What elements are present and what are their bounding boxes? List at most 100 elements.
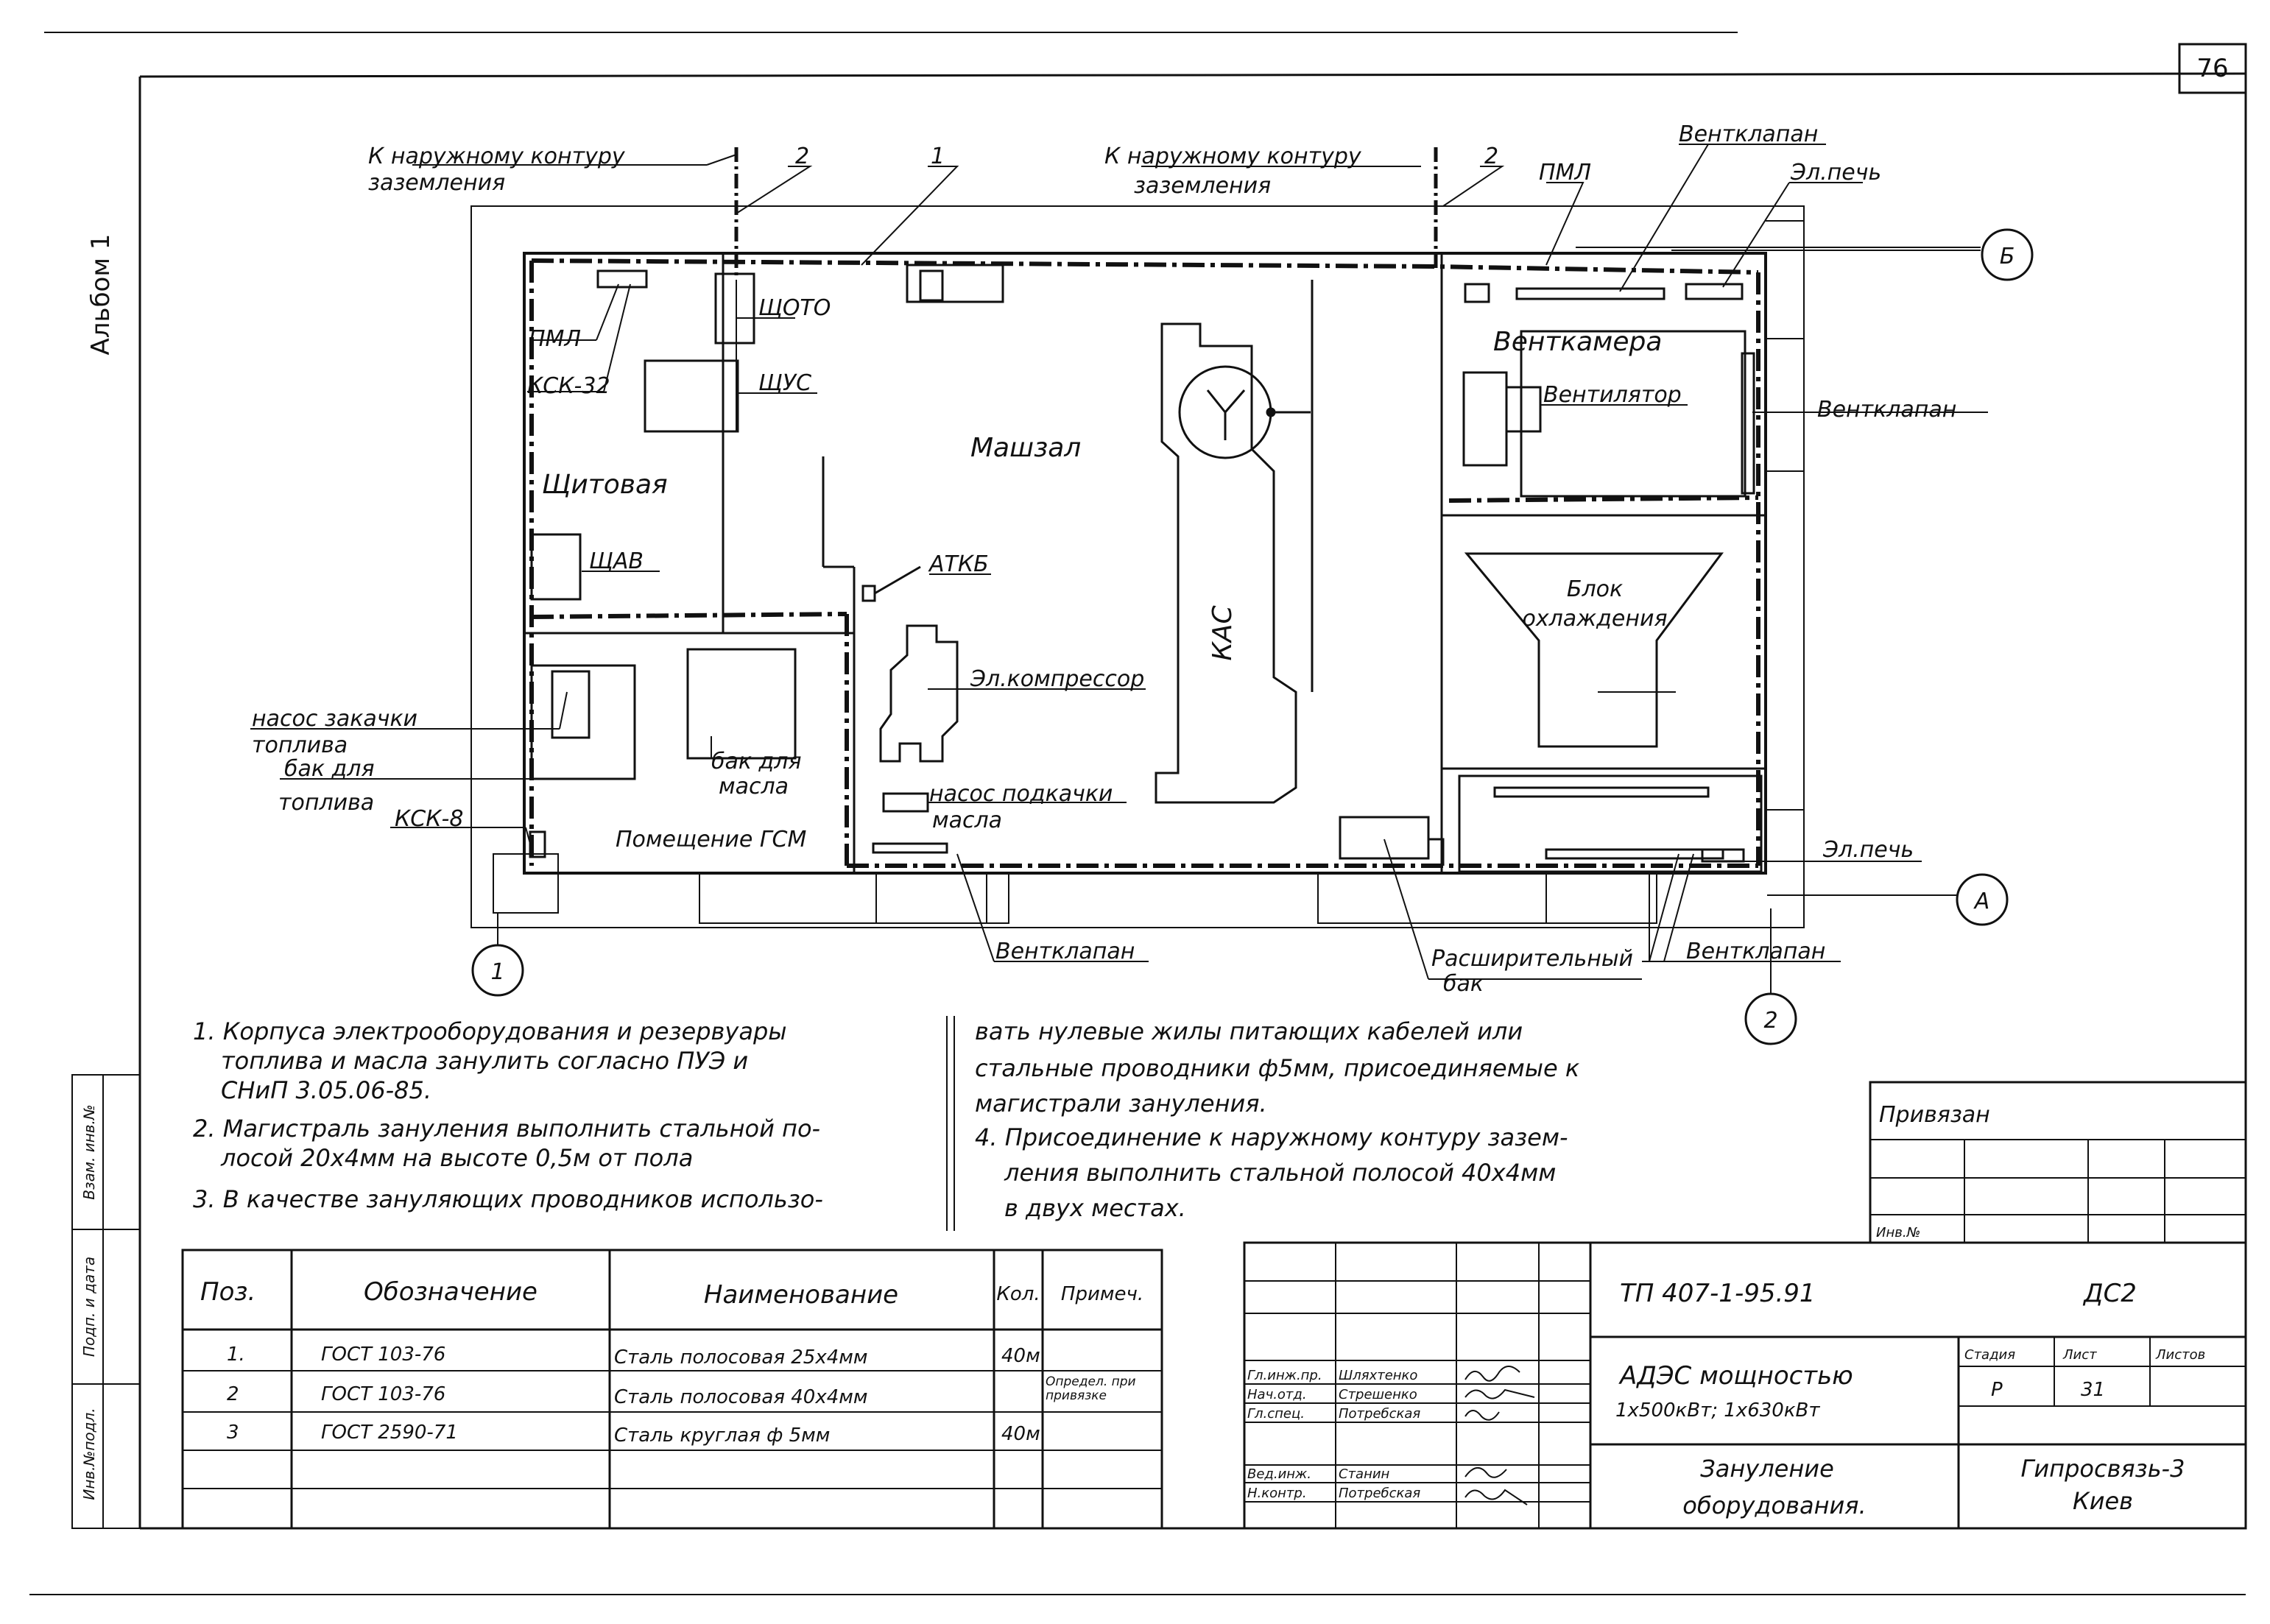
label-contour-right-1: К наружному контуру: [1104, 144, 1362, 169]
note-left-2: СНиП 3.05.06-85.: [221, 1076, 431, 1104]
spec-h-name: Наименование: [704, 1280, 898, 1310]
title-sheet-hdr: Лист: [2062, 1347, 2097, 1363]
shchitovaya-equipment: [529, 264, 1004, 858]
label-ventklapan-bottom-left: Вентклапан: [995, 939, 1135, 964]
page-number: 76: [2196, 54, 2228, 83]
label-nasos-topliva-2: топлива: [252, 732, 348, 758]
signer-3-name: Станин: [1339, 1466, 1390, 1482]
axis-bubble-a: [1956, 873, 2009, 926]
room-blok-1: Блок: [1567, 576, 1623, 602]
note-right-5: в двух местах.: [1004, 1194, 1186, 1222]
label-pml-right: ПМЛ: [1539, 160, 1591, 186]
axis-2: 2: [1763, 1008, 1777, 1034]
floor-plan: [470, 205, 1805, 928]
spec-r1-qty: 40м: [1001, 1345, 1040, 1367]
room-gsm: Помещение ГСМ: [616, 827, 806, 852]
spec-r3-name: Сталь круглая ф 5мм: [614, 1424, 830, 1447]
ventkamera-equipment: [1462, 283, 1755, 498]
axis-a: А: [1973, 889, 1990, 914]
title-stage: Р: [1991, 1379, 2003, 1401]
label-ventilyator: Вентилятор: [1543, 382, 1682, 408]
frame-top: [139, 72, 2246, 78]
note-right-2: магистрали зануления.: [975, 1090, 1267, 1118]
room-blok-2: охлаждения: [1522, 606, 1667, 632]
spec-r2-pos: 2: [227, 1383, 239, 1405]
axis-b: Б: [2000, 244, 2015, 269]
spec-h-oboz: Обозначение: [364, 1277, 537, 1307]
label-el-pech-top: Эл.печь: [1790, 160, 1881, 186]
label-nasos-masla-2: масла: [932, 808, 1002, 833]
label-rasshir-1: Расширительный: [1431, 946, 1633, 972]
label-contour-left-2: заземления: [368, 170, 505, 196]
pech-room: [1339, 774, 1763, 873]
axis-bubble-b: [1981, 228, 2034, 281]
side-stamp: [71, 1074, 141, 1529]
spec-r2-note: Определ. при привязке: [1046, 1375, 1136, 1403]
room-mashzal: Машзал: [970, 433, 1081, 463]
label-shchus: ЩУС: [758, 370, 811, 396]
album-label: Альбом 1: [86, 234, 116, 356]
cooling-block: [1464, 552, 1724, 748]
callout-2b: 2: [1484, 144, 1498, 169]
spec-r2-note-box: Определ. при привязке: [1046, 1375, 1136, 1403]
signer-4-name: Потребская: [1339, 1486, 1420, 1501]
label-shchav: ЩАВ: [589, 548, 644, 574]
title-block: [1243, 1241, 2247, 1530]
label-compressor: Эл.компрессор: [970, 666, 1144, 692]
callout-1: 1: [931, 144, 945, 169]
label-ventklapan-bottom-right: Вентклапан: [1686, 939, 1825, 964]
spec-table: [181, 1249, 1163, 1530]
spec-h-note: Примеч.: [1061, 1283, 1143, 1305]
axis-1: 1: [490, 959, 504, 985]
stamp-replace: Взам. инв.№: [80, 1104, 98, 1199]
kas-unit: [1155, 322, 1311, 804]
label-contour-left-1: К наружному контуру: [368, 144, 626, 169]
label-ksk8: КСК-8: [395, 806, 463, 832]
page-number-box: [2178, 43, 2247, 94]
axis-bubble-2: [1744, 992, 1797, 1045]
room-kas: КАС: [1208, 604, 1238, 660]
room-shchitovaya: Щитовая: [542, 470, 668, 500]
spec-h-pos: Поз.: [200, 1277, 255, 1307]
spec-r1-oboz: ГОСТ 103-76: [321, 1344, 445, 1366]
note-right-3: 4. Присоединение к наружному контуру заз…: [975, 1123, 1568, 1151]
spec-r3-qty: 40м: [1001, 1423, 1040, 1445]
spec-r3-pos: 3: [227, 1422, 239, 1444]
label-bak-topliva-1: бак для: [284, 756, 375, 782]
notes-left: 1. Корпуса электрооборудования и резерву…: [193, 1017, 823, 1213]
title-sheets-hdr: Листов: [2155, 1347, 2205, 1363]
note-left-3: 2. Магистраль зануления выполнить стальн…: [193, 1115, 820, 1143]
label-bak-topliva-2: топлива: [278, 790, 374, 816]
title-drawing-2: оборудования.: [1682, 1491, 1866, 1519]
spec-h-qty: Кол.: [996, 1283, 1040, 1305]
room-ventkamera: Венткамера: [1493, 327, 1662, 357]
title-org-2: Киев: [2073, 1487, 2133, 1515]
label-bak-masla-1: бак для: [711, 749, 802, 774]
privyazan-title: Привязан: [1879, 1102, 1990, 1128]
label-nasos-topliva-1: насос закачки: [252, 706, 417, 732]
title-org-1: Гипросвязь-3: [2021, 1455, 2185, 1483]
spec-r2-oboz: ГОСТ 103-76: [321, 1383, 445, 1405]
label-ksk32: КСК-32: [527, 373, 610, 399]
note-left-1: топлива и масла занулить согласно ПУЭ и: [221, 1047, 748, 1075]
signer-3-role: Вед.инж.: [1247, 1466, 1311, 1482]
signer-4-role: Н.контр.: [1247, 1486, 1307, 1501]
stamp-sign: Подп. и дата: [80, 1257, 98, 1357]
note-left-4: лосой 20х4мм на высоте 0,5м от пола: [220, 1144, 693, 1172]
signer-2-name: Потребская: [1339, 1406, 1420, 1422]
signer-1-name: Стрешенко: [1339, 1387, 1417, 1402]
spec-r2-name: Сталь полосовая 40х4мм: [614, 1386, 867, 1408]
signatures: [1464, 1366, 1535, 1505]
note-right-0: вать нулевые жилы питающих кабелей или: [975, 1017, 1523, 1045]
title-stage-hdr: Стадия: [1964, 1347, 2015, 1363]
signer-2-role: Гл.спец.: [1247, 1406, 1305, 1422]
label-bak-masla-2: масла: [719, 774, 789, 799]
title-drawing-1: Зануление: [1700, 1455, 1834, 1483]
stamp-inv: Инв.№подл.: [80, 1408, 98, 1500]
label-pml-left: ПМЛ: [529, 326, 581, 352]
label-el-pech-bottom: Эл.печь: [1822, 837, 1914, 863]
label-ventklapan-right: Вентклапан: [1817, 397, 1956, 423]
signer-0-name: Шляхтенко: [1339, 1368, 1417, 1383]
axis-bubble-1: [471, 944, 524, 997]
